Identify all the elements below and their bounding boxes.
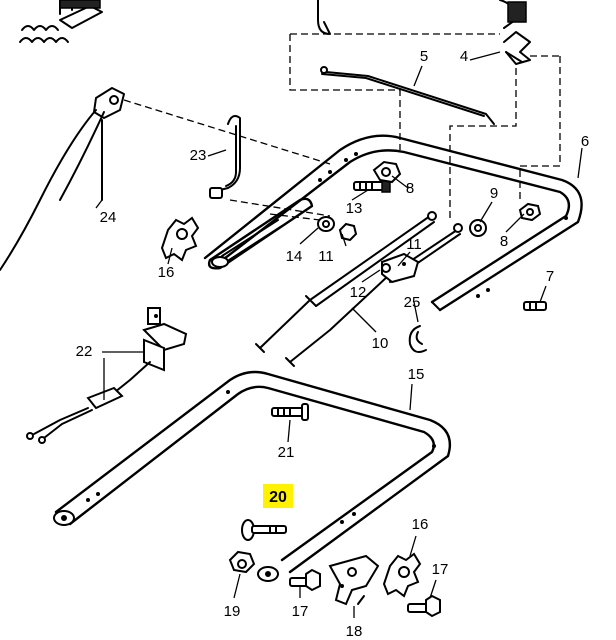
callout-16-lower: 16 [412, 516, 429, 533]
callout-18: 18 [346, 623, 363, 640]
lower-handle [53, 370, 452, 574]
callout-17-right: 17 [432, 561, 449, 578]
upper-bracket [317, 0, 527, 35]
callout-20-highlight [263, 484, 293, 508]
callout-6: 6 [581, 133, 589, 150]
part-17-bolt-left [289, 568, 321, 592]
callout-17-left: 17 [292, 603, 309, 620]
part-18-bracket [328, 554, 380, 606]
callout-7: 7 [546, 268, 554, 285]
part-14-washer [317, 216, 335, 232]
callout-19: 19 [224, 603, 241, 620]
slotted-arm [207, 197, 314, 270]
part-17-bolt-right [407, 594, 441, 618]
part-9-lockwasher [469, 219, 487, 237]
callout-11-a: 11 [318, 248, 334, 265]
callout-24: 24 [100, 209, 117, 226]
callout-20: 20 [269, 489, 287, 506]
part-16-upper-knob [160, 216, 200, 262]
part-19-nut [228, 550, 256, 574]
guide-lines [123, 99, 331, 221]
callout-21: 21 [278, 444, 295, 461]
callout-5: 5 [420, 48, 428, 65]
spring-assembly [19, 0, 103, 43]
part-4-clip [503, 31, 531, 65]
callout-23: 23 [190, 147, 207, 164]
callout-25: 25 [404, 294, 421, 311]
part-12-cable [255, 211, 437, 353]
callout-8-right: 8 [500, 233, 508, 250]
callout-13: 13 [346, 200, 363, 217]
handle-end-spacer [257, 566, 279, 582]
callouts: 4 5 6 7 8 8 9 10 11 11 12 13 14 15 16 16… [76, 48, 590, 640]
part-23-lever [209, 115, 241, 199]
part-5-rod [320, 66, 495, 125]
callout-8-top: 8 [406, 180, 414, 197]
part-21-bolt [271, 403, 309, 421]
part-11-nut-a [338, 222, 358, 242]
part-22-switch [26, 307, 188, 444]
part-7-screw [523, 301, 547, 311]
callout-16-upper: 16 [158, 264, 175, 281]
part-13-bolt [353, 179, 391, 193]
callout-4: 4 [460, 48, 468, 65]
part-8-nut-right [518, 202, 542, 222]
part-25-clip [408, 325, 427, 353]
leader-lines [102, 51, 583, 618]
part-20-carriage-bolt [241, 519, 287, 541]
callout-22: 22 [76, 343, 93, 360]
callout-14: 14 [286, 248, 303, 265]
callout-10: 10 [372, 335, 389, 352]
callout-15: 15 [408, 366, 425, 383]
part-16-lower-knob [382, 552, 422, 598]
part-11-bracket [381, 252, 420, 284]
callout-9: 9 [490, 185, 498, 202]
part-24-cable [0, 87, 125, 271]
callout-12: 12 [350, 284, 367, 301]
assembly-lines-top [289, 33, 561, 218]
upper-handle [203, 134, 583, 312]
callout-11-b: 11 [406, 236, 422, 253]
